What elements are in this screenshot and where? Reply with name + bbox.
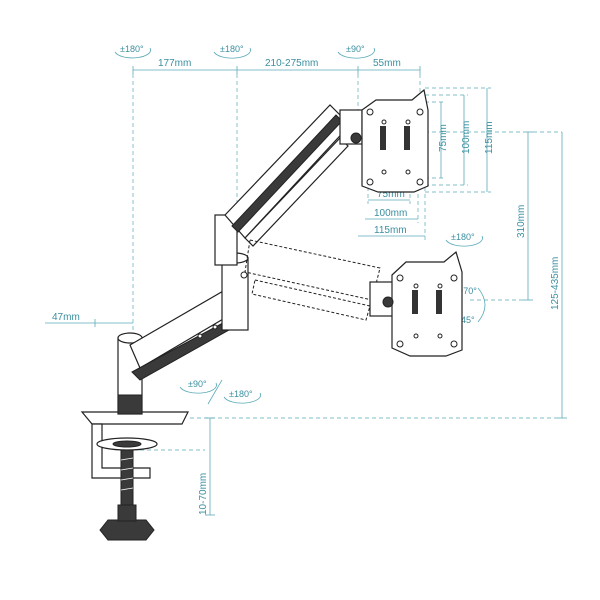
dim-310: 310mm xyxy=(516,205,527,238)
rotation-badge-base: ±180° xyxy=(114,44,151,59)
dim-10-70: 10-70mm xyxy=(198,473,209,515)
top-dimension-lines xyxy=(132,66,421,330)
dim-vesa-v-75: 75mm xyxy=(377,189,405,200)
mounting-pole xyxy=(117,332,143,415)
dim-vesa-h-75: 75mm xyxy=(438,124,449,152)
rotation-badge-elbow: ±180° xyxy=(213,44,251,59)
rotation-badge-lower-rotate: ±180° xyxy=(223,389,261,404)
svg-text:±90°: ±90° xyxy=(188,379,207,389)
upper-arm xyxy=(224,104,363,247)
svg-text:±180°: ±180° xyxy=(229,389,253,399)
svg-text:±180°: ±180° xyxy=(120,44,144,54)
vesa-plate-lower xyxy=(382,250,463,357)
dim-vesa-v-100: 100mm xyxy=(374,208,407,219)
svg-text:+70°: +70° xyxy=(458,286,477,296)
dim-vesa-h-115: 115mm xyxy=(484,121,495,154)
svg-text:±90°: ±90° xyxy=(346,44,365,54)
dim-177: 177mm xyxy=(158,58,191,69)
dim-47: 47mm xyxy=(52,312,80,323)
dim-55: 55mm xyxy=(373,58,401,69)
lower-arm xyxy=(129,289,237,381)
vesa-dimension-lines xyxy=(358,87,491,240)
riser-column xyxy=(214,214,249,331)
rotation-badge-monitor: ±180° xyxy=(445,232,483,247)
svg-text:±180°: ±180° xyxy=(220,44,244,54)
dim-125-435: 125-435mm xyxy=(550,257,561,310)
rotation-badge-lower-swivel: ±90° xyxy=(179,379,217,394)
clamp-dimension-lines xyxy=(140,417,215,516)
rotation-badge-head: ±90° xyxy=(337,44,375,59)
vesa-plate-upper xyxy=(350,88,429,193)
svg-text:±180°: ±180° xyxy=(451,232,475,242)
dim-210-275: 210-275mm xyxy=(265,58,318,69)
dim-vesa-h-100: 100mm xyxy=(461,121,472,154)
desk-clamp xyxy=(80,411,189,541)
dim-vesa-v-115: 115mm xyxy=(374,225,407,236)
svg-text:-45°: -45° xyxy=(458,315,475,325)
tilt-indicator: +70° -45° xyxy=(458,286,486,325)
upper-arm-lowered-ghost xyxy=(244,239,395,321)
